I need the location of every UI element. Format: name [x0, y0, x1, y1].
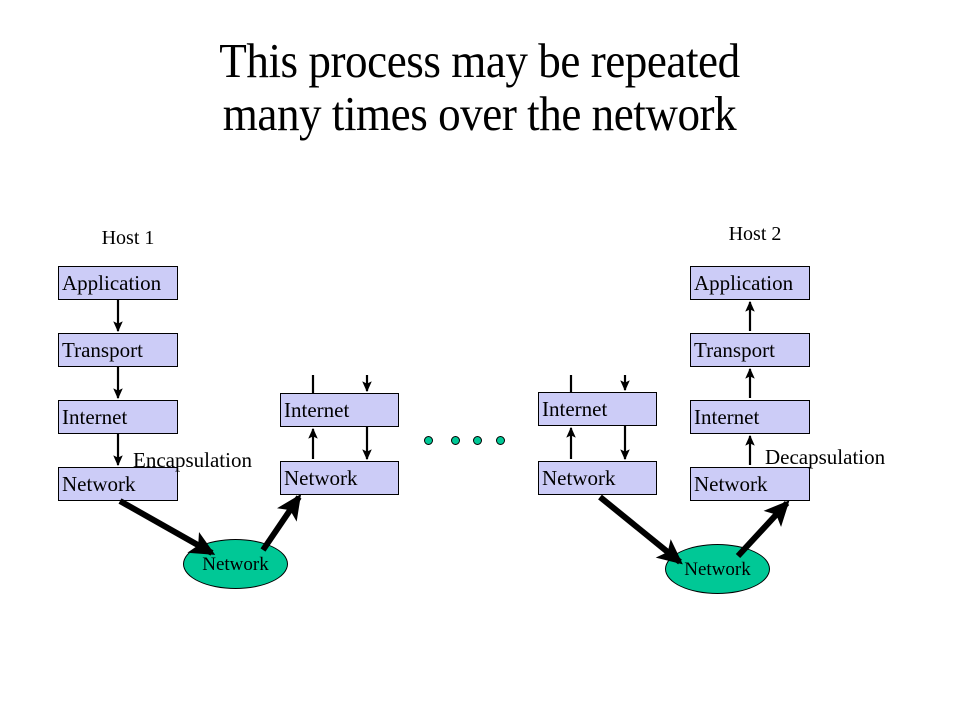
host-1-layer-internet[interactable]: Internet	[58, 400, 178, 434]
host-1-layer-internet-label: Internet	[62, 404, 128, 429]
host-2-layer-application[interactable]: Application	[690, 266, 810, 300]
host-2-layer-internet[interactable]: Internet	[690, 400, 810, 434]
network-cloud-left-label: Network	[202, 553, 269, 575]
host-2-layer-network[interactable]: Network	[690, 467, 810, 501]
router-1-layer-internet[interactable]: Internet	[280, 393, 399, 427]
router-2-layer-internet-label: Internet	[542, 396, 608, 421]
arrow-router2-network-to-cloud	[598, 494, 683, 565]
host-1-layer-transport[interactable]: Transport	[58, 333, 178, 367]
host-2-layer-transport[interactable]: Transport	[690, 333, 810, 367]
network-cloud-right-label: Network	[684, 558, 751, 580]
encapsulation-label: Encapsulation	[133, 448, 252, 472]
decapsulation-label: Decapsulation	[765, 445, 886, 469]
host-2-layer-network-label: Network	[694, 471, 768, 496]
network-cloud-left[interactable]: Network	[183, 539, 288, 589]
continuation-dot	[424, 436, 433, 445]
continuation-dot	[473, 436, 482, 445]
router-2-layer-network[interactable]: Network	[538, 461, 657, 495]
arrow-cloud-to-router1-network	[260, 493, 302, 552]
host-2-layer-application-label: Application	[694, 270, 794, 295]
host-1-layer-application-label: Application	[62, 270, 162, 295]
host-1-layer-application[interactable]: Application	[58, 266, 178, 300]
router-2-layer-network-label: Network	[542, 465, 616, 490]
router-1-layer-network[interactable]: Network	[280, 461, 399, 495]
host-1-layer-network[interactable]: Network	[58, 467, 178, 501]
host-1-layer-network-label: Network	[62, 471, 136, 496]
continuation-dot	[496, 436, 505, 445]
continuation-dot	[451, 436, 460, 445]
router-1-layer-network-label: Network	[284, 465, 358, 490]
host-2-layer-transport-label: Transport	[694, 337, 775, 362]
network-cloud-right[interactable]: Network	[665, 544, 770, 594]
host-1-layer-transport-label: Transport	[62, 337, 143, 362]
page-title: This process may be repeated many times …	[219, 33, 740, 141]
router-1-layer-internet-label: Internet	[284, 397, 350, 422]
host-1-label: Host 1	[101, 227, 155, 249]
router-2-layer-internet[interactable]: Internet	[538, 392, 657, 426]
host-2-label: Host 2	[728, 223, 782, 245]
host-2-layer-internet-label: Internet	[694, 404, 760, 429]
